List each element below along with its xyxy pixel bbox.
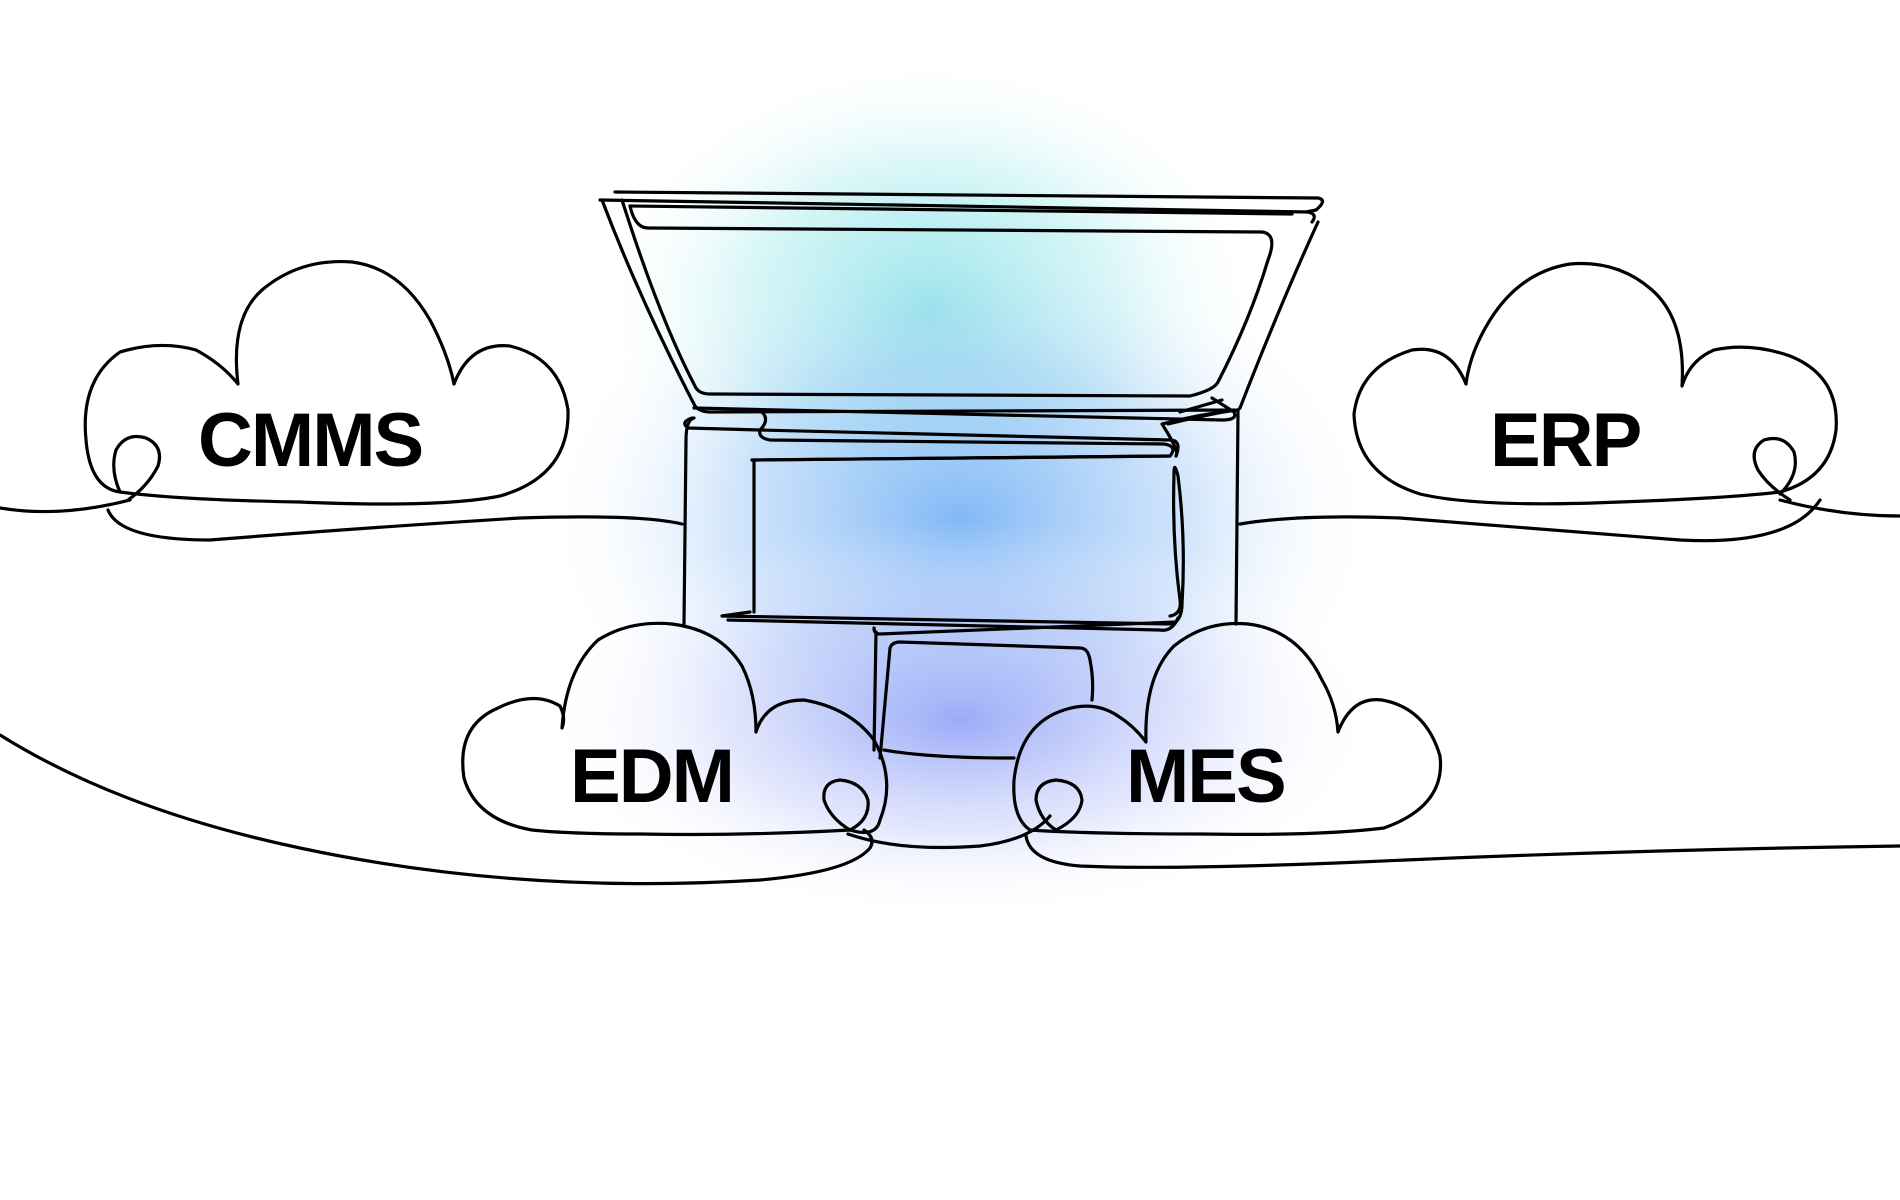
cloud-label-mes: MES [1126, 734, 1285, 819]
cloud-cmms: CMMS [83, 259, 570, 506]
connector-line-bottom-right [1024, 834, 1900, 869]
connector-line-left [0, 498, 684, 542]
cloud-mes: MES [1012, 621, 1443, 836]
connector-line-bottom-left [0, 733, 874, 886]
connector-line-right [1238, 498, 1900, 543]
laptop-icon [598, 190, 1325, 760]
cloud-label-edm: EDM [570, 734, 733, 819]
cloud-icon [461, 621, 889, 837]
cloud-icon [1352, 261, 1838, 506]
cloud-label-cmms: CMMS [198, 398, 422, 483]
cloud-erp: ERP [1352, 261, 1838, 506]
cloud-icon [83, 259, 570, 506]
cloud-icon [1012, 621, 1443, 836]
cloud-label-erp: ERP [1490, 398, 1641, 483]
cloud-edm: EDM [461, 621, 889, 837]
